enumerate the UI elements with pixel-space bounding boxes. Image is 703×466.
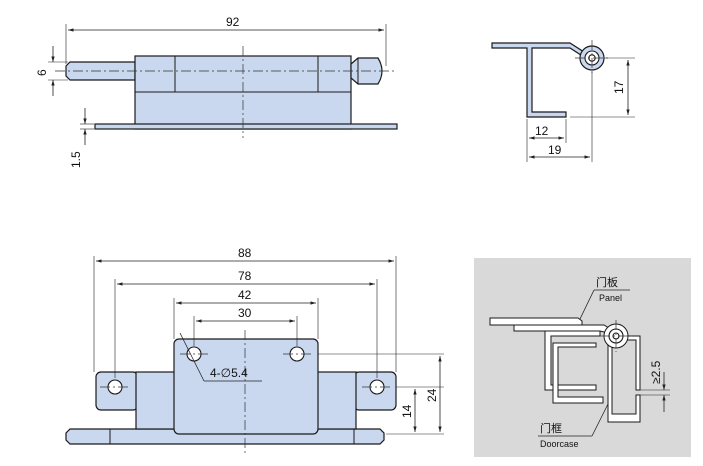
- dim-6: 6: [35, 69, 49, 76]
- top-view: 92 6 1.5: [35, 15, 398, 168]
- step-left: [135, 371, 177, 430]
- door-panel: [489, 317, 583, 326]
- dim-30: 30: [238, 306, 252, 320]
- base-plate: [94, 123, 398, 130]
- label-doorcase-en: Doorcase: [540, 439, 579, 449]
- dim-17: 17: [612, 80, 626, 94]
- label-panel-cn: 门板: [596, 275, 618, 289]
- main-plate: [173, 338, 319, 435]
- dim-14: 14: [400, 404, 414, 418]
- dim-88: 88: [238, 246, 252, 260]
- door-frame: [552, 342, 604, 404]
- step-right: [315, 371, 357, 430]
- dim-24: 24: [425, 388, 439, 402]
- side-view: 17 12 19: [491, 40, 635, 162]
- dim-42: 42: [238, 288, 252, 302]
- dim-19: 19: [548, 143, 562, 157]
- side-profile: [491, 42, 585, 118]
- dim-78: 78: [238, 269, 252, 283]
- hinge-frame-leaf: [544, 330, 601, 391]
- front-view: 88 78 42 30 4-∅5.4 14 24: [65, 246, 444, 456]
- installation-view: 门板 Panel 门框 Doorcase ≥2.5: [474, 258, 691, 457]
- gap-dimension: ≥2.5: [649, 360, 663, 384]
- hole-callout: 4-∅5.4: [210, 366, 248, 380]
- dim-92: 92: [226, 15, 240, 29]
- label-panel-en: Panel: [599, 293, 622, 303]
- install-background: [474, 258, 691, 457]
- dim-1-5: 1.5: [69, 151, 83, 168]
- dim-12: 12: [535, 124, 549, 138]
- label-doorcase-cn: 门框: [540, 421, 562, 435]
